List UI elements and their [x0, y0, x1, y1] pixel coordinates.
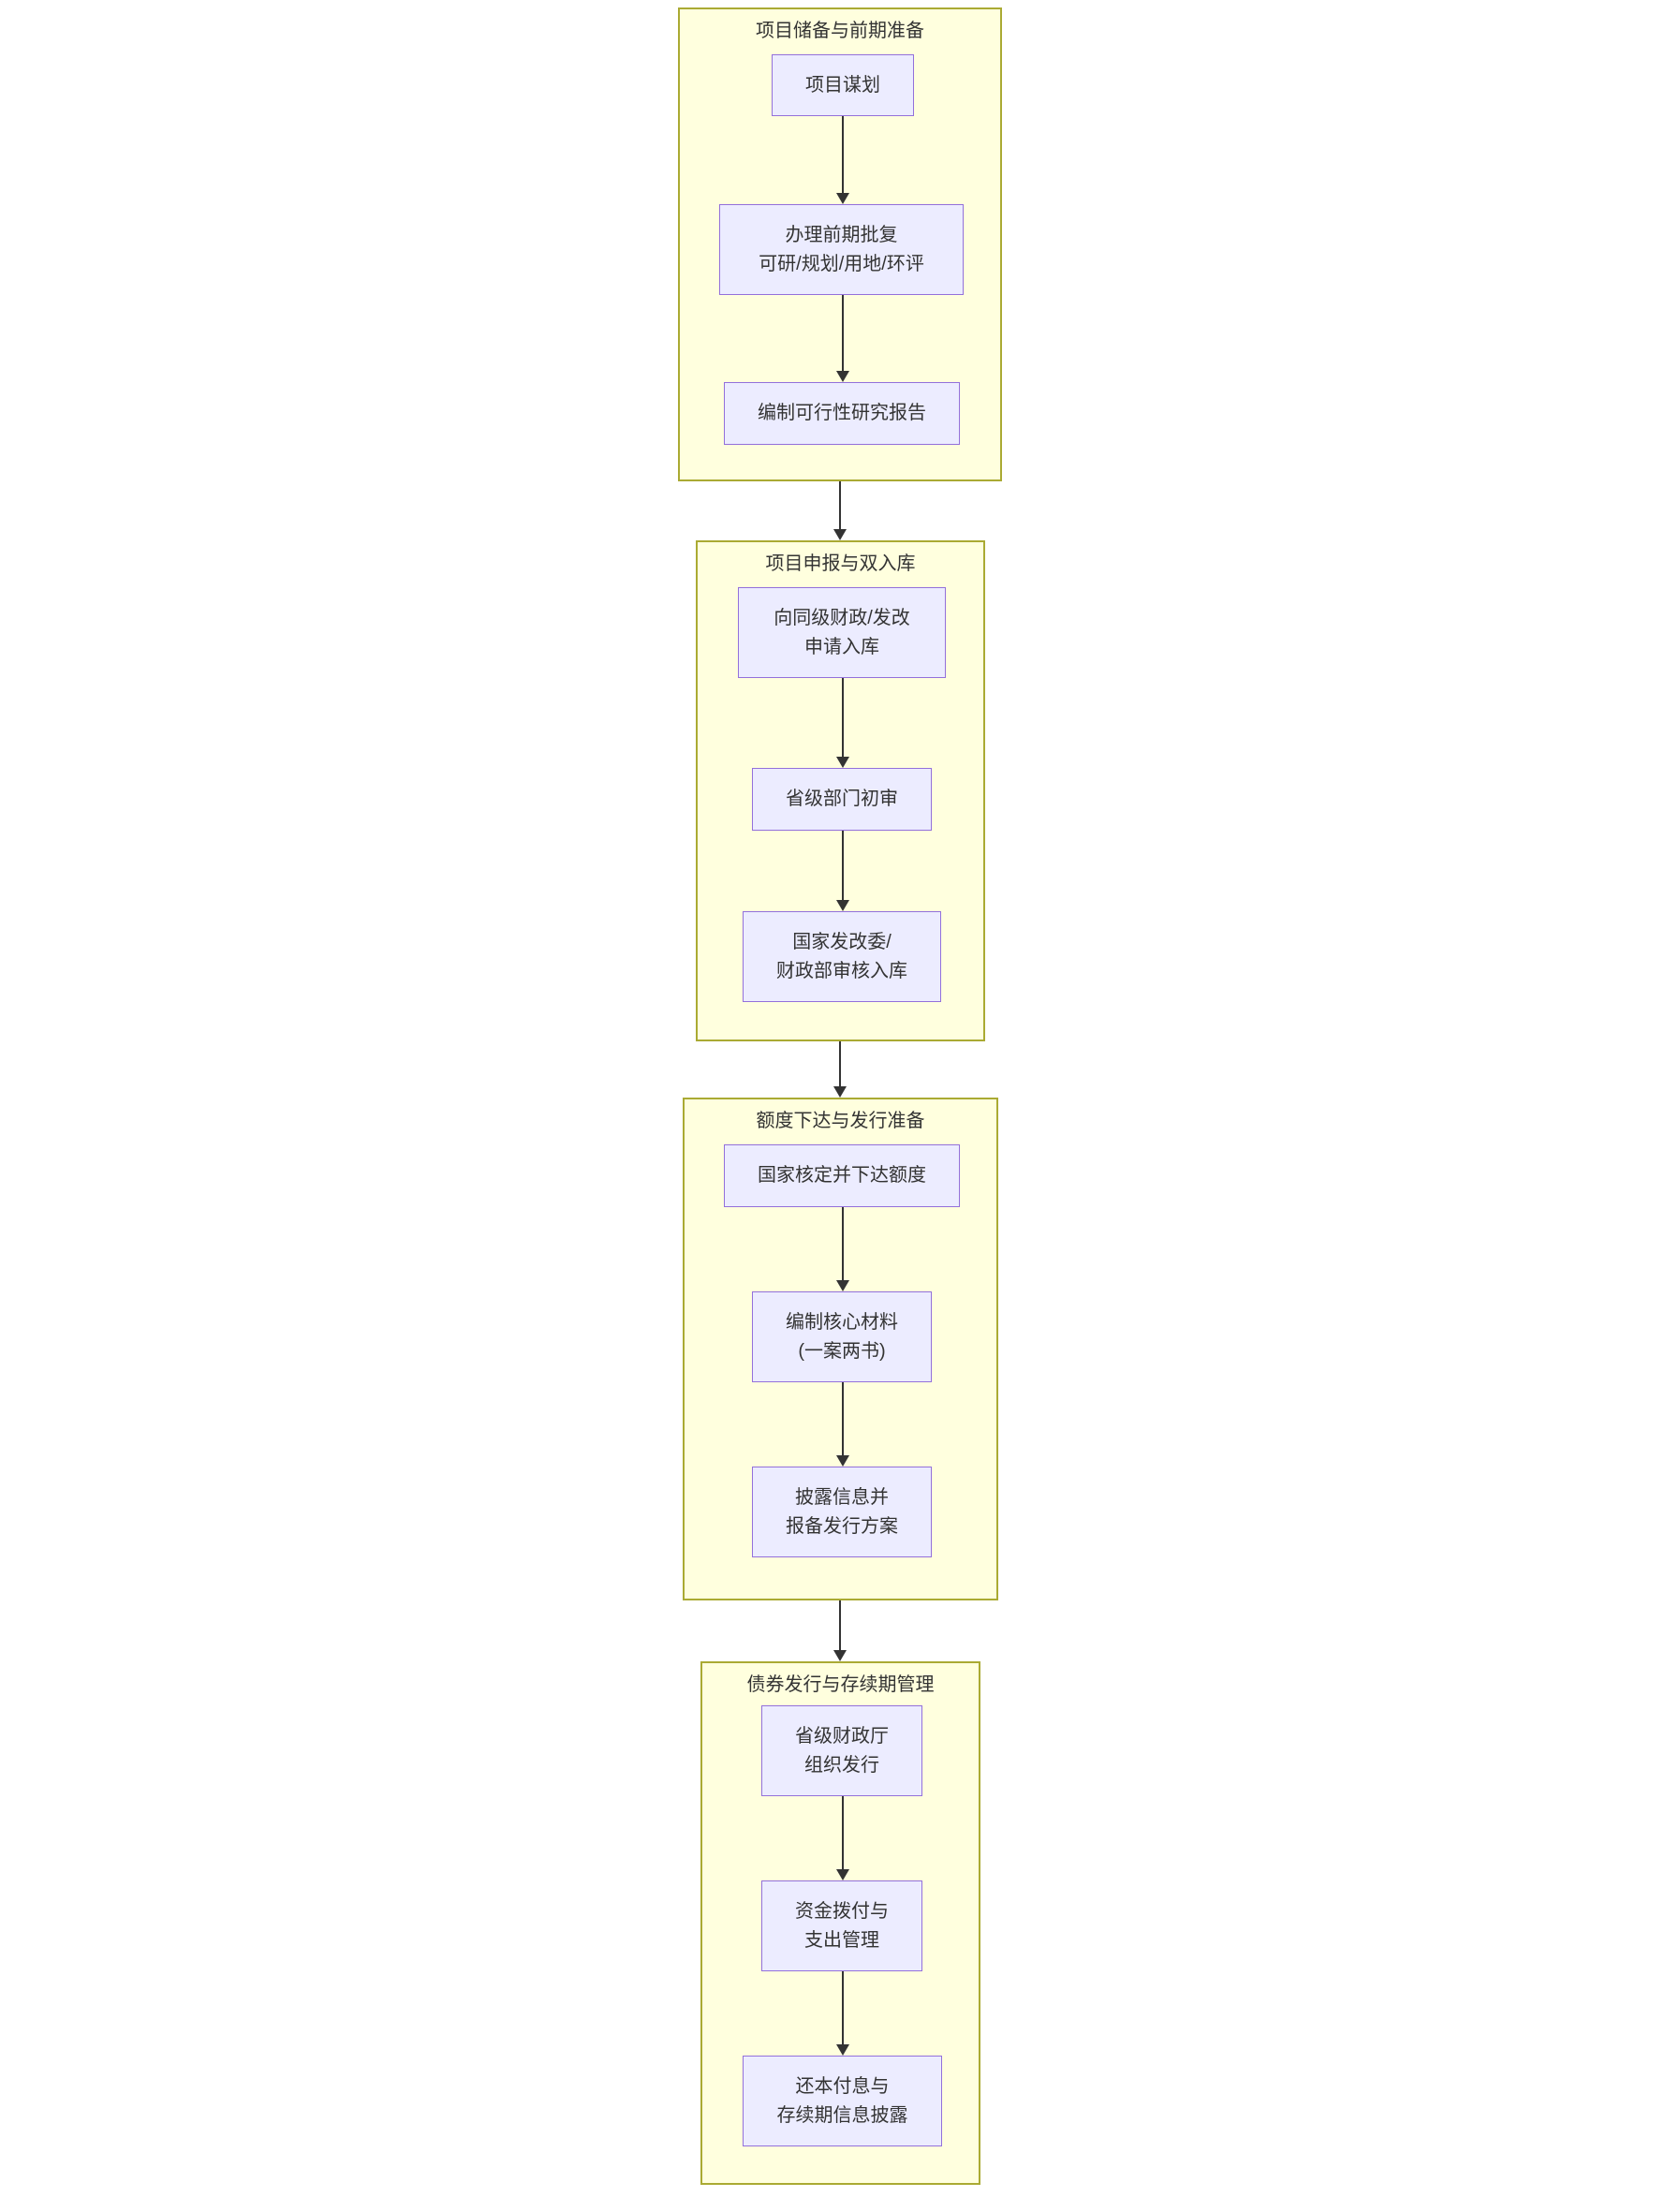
section-quota-and-issuance-prep: 额度下达与发行准备 国家核定并下达额度 编制核心材料 (一案两书) 披露信息并 … [683, 1098, 998, 1600]
arrow [836, 678, 849, 768]
arrowhead-icon [836, 371, 849, 382]
arrowhead-icon [833, 1650, 847, 1661]
node-label-line: 还本付息与 [795, 2075, 890, 2097]
arrow-shaft [839, 481, 841, 530]
section-title: 额度下达与发行准备 [756, 1111, 925, 1131]
flow-node-disclose-and-file-plan: 披露信息并 报备发行方案 [752, 1467, 932, 1557]
node-label-line: 存续期信息披露 [776, 2104, 908, 2126]
flow-node-national-review-entry: 国家发改委/ 财政部审核入库 [743, 911, 941, 1002]
node-label-line: 支出管理 [804, 1929, 879, 1951]
node-label-line: 办理前期批复 [785, 224, 898, 245]
section-title: 项目申报与双入库 [765, 553, 916, 574]
node-label-line: 财政部审核入库 [776, 960, 907, 981]
node-label-line: 项目谋划 [805, 74, 880, 96]
arrow-shaft [842, 678, 844, 758]
arrow-shaft [842, 831, 844, 901]
arrow-shaft [842, 295, 844, 372]
node-label-line: 国家发改委/ [792, 931, 892, 952]
arrow-shaft [839, 1600, 841, 1651]
arrowhead-icon [836, 2044, 849, 2056]
arrowhead-icon [836, 1869, 849, 1880]
flow-node-provincial-review: 省级部门初审 [752, 768, 932, 831]
arrowhead-icon [836, 193, 849, 204]
arrow-shaft [842, 1796, 844, 1870]
arrow-shaft [839, 1041, 841, 1087]
flow-node-core-materials: 编制核心材料 (一案两书) [752, 1291, 932, 1382]
section-title: 项目储备与前期准备 [756, 21, 924, 41]
node-label-line: (一案两书) [798, 1340, 886, 1362]
section-project-reserve-and-prep: 项目储备与前期准备 项目谋划 办理前期批复 可研/规划/用地/环评 编制可行性研… [678, 7, 1002, 481]
arrow [836, 116, 849, 204]
node-label-line: 编制可行性研究报告 [758, 403, 926, 423]
arrow-shaft [842, 116, 844, 194]
arrow-section3-to-section4 [833, 1600, 847, 1661]
node-label-line: 向同级财政/发改 [774, 607, 910, 628]
node-label-line: 可研/规划/用地/环评 [759, 253, 924, 274]
arrow-section1-to-section2 [833, 481, 847, 540]
node-label-line: 省级财政厅 [795, 1725, 889, 1747]
arrow-shaft [842, 1207, 844, 1281]
arrow-shaft [842, 1382, 844, 1456]
node-label-line: 披露信息并 [795, 1486, 889, 1508]
arrow [836, 831, 849, 911]
flow-node-provincial-issuance: 省级财政厅 组织发行 [761, 1705, 922, 1796]
arrow [836, 1207, 849, 1291]
arrow-section2-to-section3 [833, 1041, 847, 1098]
section-project-application: 项目申报与双入库 向同级财政/发改 申请入库 省级部门初审 国家发改委/ 财政部… [696, 540, 985, 1041]
arrow [836, 1971, 849, 2056]
node-label-line: 申请入库 [804, 636, 879, 657]
section-bond-issuance-and-duration-mgmt: 债券发行与存续期管理 省级财政厅 组织发行 资金拨付与 支出管理 还本付息与 存… [700, 1661, 980, 2185]
arrow [836, 1382, 849, 1467]
flow-node-project-planning: 项目谋划 [772, 54, 914, 116]
flow-node-apply-to-finance-ndrc: 向同级财政/发改 申请入库 [738, 587, 946, 678]
node-label-line: 报备发行方案 [786, 1515, 898, 1537]
node-label-line: 资金拨付与 [795, 1900, 889, 1922]
flow-node-fund-allocation: 资金拨付与 支出管理 [761, 1880, 922, 1971]
arrowhead-icon [833, 529, 847, 540]
arrowhead-icon [836, 1280, 849, 1291]
node-label-line: 省级部门初审 [786, 789, 898, 809]
arrowhead-icon [836, 900, 849, 911]
node-label-line: 组织发行 [804, 1754, 879, 1776]
arrow [836, 1796, 849, 1880]
flow-node-preliminary-approvals: 办理前期批复 可研/规划/用地/环评 [719, 204, 964, 295]
node-label-line: 编制核心材料 [786, 1311, 898, 1333]
flow-node-repayment-and-disclosure: 还本付息与 存续期信息披露 [743, 2056, 942, 2146]
section-title: 债券发行与存续期管理 [746, 1674, 935, 1695]
arrowhead-icon [836, 757, 849, 768]
arrowhead-icon [836, 1455, 849, 1467]
flow-node-national-quota: 国家核定并下达额度 [724, 1144, 960, 1207]
arrow [836, 295, 849, 382]
node-label-line: 国家核定并下达额度 [758, 1165, 926, 1186]
flow-node-feasibility-report: 编制可行性研究报告 [724, 382, 960, 445]
arrow-shaft [842, 1971, 844, 2045]
arrowhead-icon [833, 1086, 847, 1098]
